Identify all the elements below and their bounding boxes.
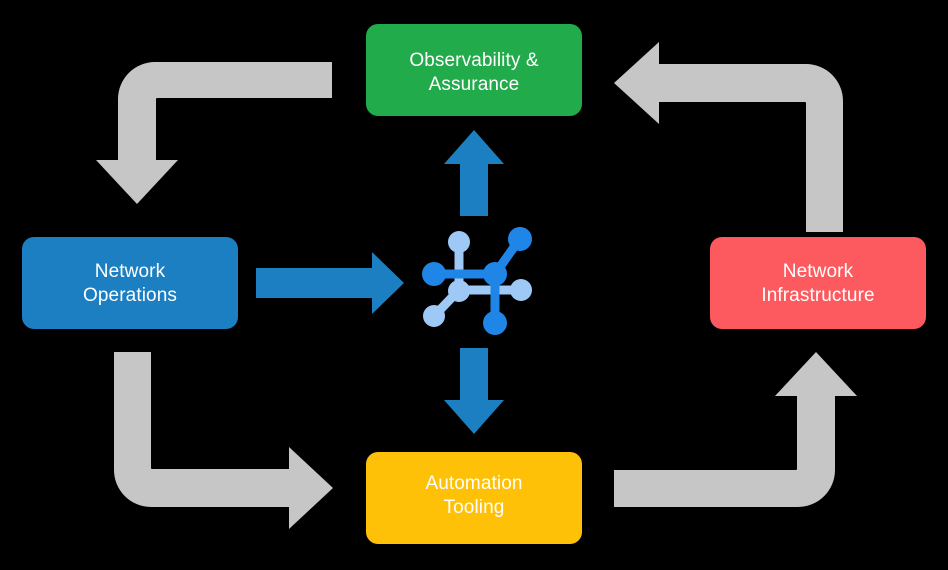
network-topology-icon — [422, 227, 532, 335]
blue-arrow-center-to-automation — [444, 348, 504, 434]
node-network-infrastructure-label-line1: Network — [783, 261, 854, 282]
node-network-operations-label-line1: Network — [95, 261, 166, 282]
node-network-operations-label-line2: Operations — [83, 285, 177, 306]
blue-arrow-center-to-observability — [444, 130, 504, 216]
node-automation-tooling[interactable]: Automation Tooling — [366, 452, 582, 544]
gray-arrow-operations-to-automation — [114, 352, 333, 529]
node-observability[interactable]: Observability & Assurance — [366, 24, 582, 116]
node-network-operations[interactable]: Network Operations — [22, 237, 238, 329]
gray-arrow-automation-to-infrastructure — [614, 352, 857, 507]
gray-arrow-observability-to-operations — [96, 62, 332, 204]
node-automation-tooling-label-line1: Automation — [425, 473, 522, 494]
node-network-infrastructure-label-line2: Infrastructure — [761, 285, 874, 306]
blue-arrow-operations-to-center — [256, 252, 404, 314]
node-observability-label-line2: Assurance — [429, 74, 520, 95]
node-observability-label-line1: Observability & — [409, 50, 538, 71]
gray-arrow-infrastructure-to-observability — [614, 42, 843, 232]
node-automation-tooling-label-line2: Tooling — [444, 497, 505, 518]
node-network-infrastructure[interactable]: Network Infrastructure — [710, 237, 926, 329]
